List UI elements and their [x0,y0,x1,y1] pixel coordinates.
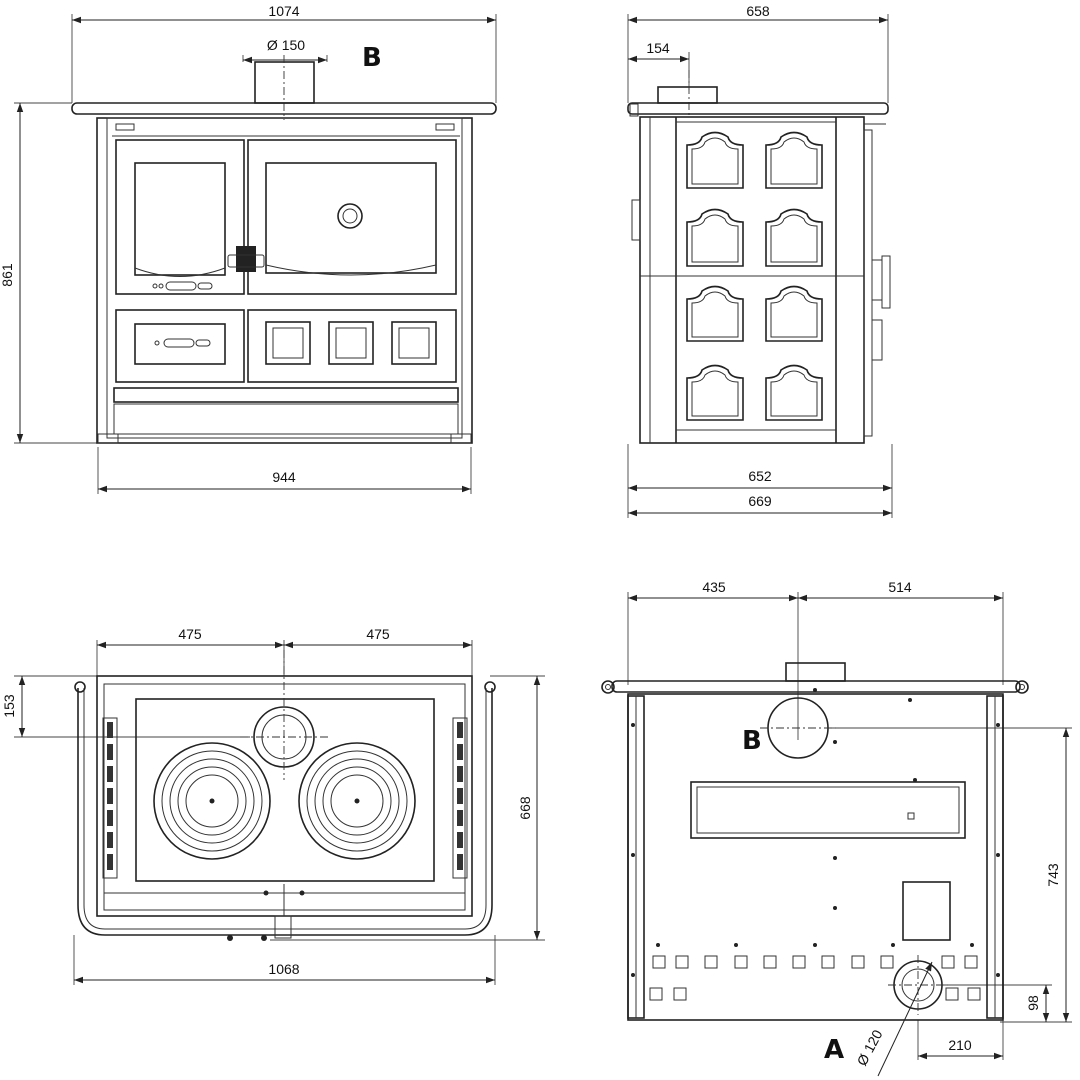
rear-inlet-diameter-leader [877,961,933,1077]
top-depth-label: 668 [517,796,533,820]
rear-flue-collar [785,662,846,682]
rear-air-inlet [893,960,943,1010]
ash-drawer [115,309,245,383]
side-grille-left [102,717,118,879]
side-view: 658 154 652 669 [627,3,893,518]
top-right-half-label: 475 [366,626,390,642]
ash-drawer-handle [163,338,195,348]
lower-oven-panel [247,309,457,383]
front-base-width-label: 944 [272,469,296,485]
top-flue-offset-label: 153 [1,694,17,718]
rear-vent-slots [649,955,981,1001]
rear-flue-height-label: 743 [1045,863,1061,887]
top-width-label: 1068 [268,961,299,977]
oven-door [247,139,457,295]
front-view: 1074 Ø 150 B 861 944 [0,3,497,494]
side-total-depth-label: 669 [748,493,772,509]
side-tiles [686,131,823,421]
towel-rail [77,688,493,936]
side-flue-collar [657,86,718,104]
front-flue-diameter-label: Ø 150 [267,37,305,53]
rear-vent-plate [902,881,951,941]
top-view: 475 475 153 668 1068 [1,626,545,985]
rear-right-span-label: 514 [888,579,912,595]
side-top-plate [627,102,889,115]
firebox-door-handle [165,281,197,291]
oven-thermometer [337,203,363,229]
hob-body [96,675,473,917]
rear-inspection-panel [690,781,966,839]
cooking-plate [135,698,435,882]
top-left-half-label: 475 [178,626,202,642]
side-body [639,116,865,444]
side-depth-label: 658 [746,3,770,19]
rear-inlet-offset-label: 210 [948,1037,972,1053]
rear-inlet-height-label: 98 [1025,995,1041,1011]
front-flue-collar [254,61,315,104]
hot-plate-right [298,742,416,860]
door-hinge-block [236,246,256,272]
side-grille-right [452,717,468,879]
firebox-door [115,139,245,295]
hot-plate-left [153,742,271,860]
side-flue-offset-label: 154 [646,40,670,56]
front-flue-letter: B [362,43,382,73]
front-width-label: 1074 [268,3,299,19]
rear-body [627,693,1004,1021]
rear-inlet-letter: A [824,1035,844,1065]
rear-inlet-diameter-label: Ø 120 [854,1027,886,1068]
rear-left-span-label: 435 [702,579,726,595]
rear-flue-letter: B [742,726,762,756]
side-body-depth-label: 652 [748,468,772,484]
front-height-label: 861 [0,263,15,287]
front-plinth [113,387,459,403]
rear-view: 435 514 B 743 A Ø 120 98 210 [601,579,1072,1077]
